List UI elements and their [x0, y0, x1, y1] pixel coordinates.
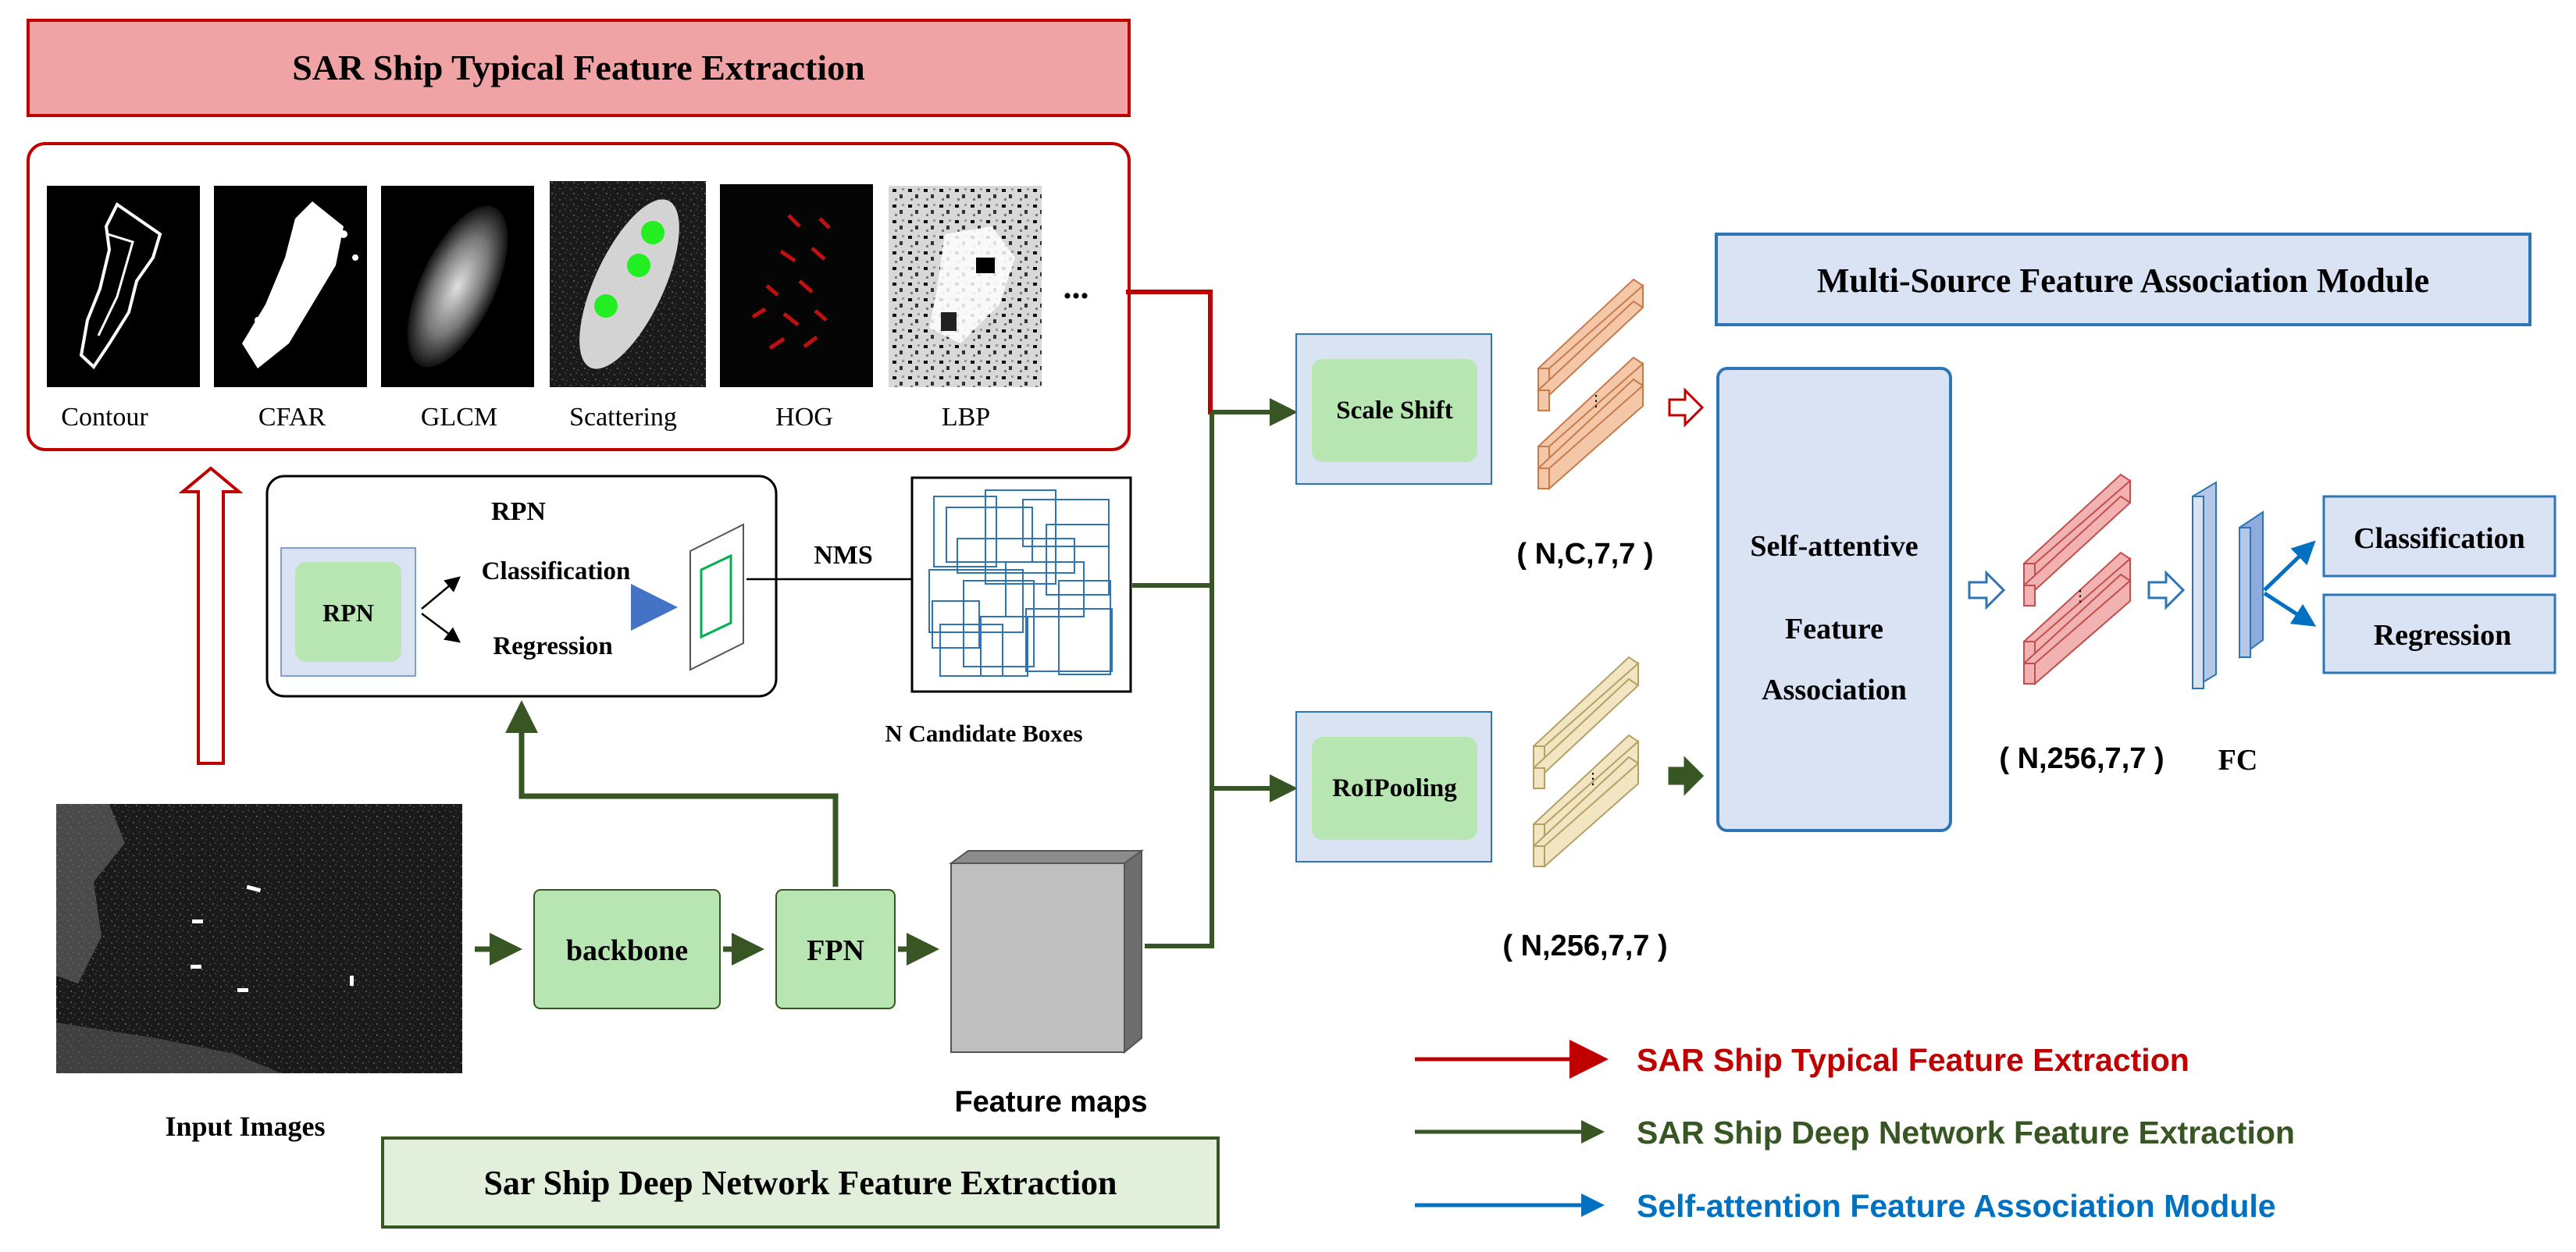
ship-target — [237, 988, 248, 992]
feature-label-glcm: GLCM — [421, 403, 497, 432]
fc-to-cls-arrow — [2263, 540, 2316, 592]
tensor-typical: ⋮ — [1537, 278, 1644, 491]
ship-target — [246, 884, 262, 893]
typical-title-box — [27, 19, 1131, 117]
output-classification-box — [2322, 495, 2556, 578]
fc-to-reg-arrow — [2263, 591, 2317, 627]
fc-layers — [2192, 481, 2264, 690]
deep-title-box — [381, 1136, 1220, 1229]
backbone-box — [533, 889, 721, 1009]
feature-maps-cube — [948, 849, 1145, 1055]
feature-label-hog: HOG — [775, 403, 833, 432]
candidates-to-fusion-line — [1132, 412, 1214, 588]
rpn-classification: Classification — [482, 557, 631, 585]
proposal-box — [700, 553, 732, 639]
self-attn-line-2: Feature — [1785, 613, 1883, 646]
typical-into-attn-arrow — [1668, 387, 1705, 428]
self-attn-line-3: Association — [1762, 674, 1907, 706]
input-image — [56, 804, 462, 1073]
features-ellipsis: ... — [1064, 268, 1089, 306]
output-to-fc-arrow — [2147, 570, 2186, 610]
svg-text:⋮: ⋮ — [1588, 393, 1604, 410]
svg-text:⋮: ⋮ — [2072, 588, 2088, 605]
legend-label-typical: SAR Ship Typical Feature Extraction — [1637, 1042, 2189, 1078]
thumb-lbp — [889, 186, 1042, 387]
featuremaps-to-fusion-line — [1145, 788, 1214, 948]
dim-out-label: ( N,256,7,7 ) — [1999, 742, 2164, 775]
legend-label-attn: Self-attention Feature Association Modul… — [1637, 1188, 2276, 1224]
roipooling-inner — [1312, 737, 1477, 840]
module-title-box — [1715, 233, 2531, 326]
scale-shift-label: Scale Shift — [1336, 397, 1452, 425]
rpn-inner-green — [295, 562, 401, 662]
candidate-box-set — [928, 489, 1113, 677]
fpn-label: FPN — [807, 934, 864, 967]
ship-target — [192, 919, 203, 923]
thumb-cfar — [214, 186, 367, 387]
legend: SAR Ship Typical Feature Extraction SAR … — [1415, 1040, 2295, 1224]
output-regression: Regression — [2374, 619, 2512, 652]
dim-typical-label: ( N,C,7,7 ) — [1516, 538, 1653, 571]
fc-label: FC — [2218, 744, 2258, 777]
feature-label-scattering: Scattering — [569, 403, 677, 432]
thumb-glcm — [381, 186, 534, 387]
ship-target — [191, 965, 201, 969]
fpn-box — [775, 889, 896, 1009]
deep-title: Sar Ship Deep Network Feature Extraction — [483, 1164, 1117, 1202]
dim-roi-label: ( N,256,7,7 ) — [1502, 930, 1667, 962]
attn-to-output-arrow — [1968, 570, 2006, 610]
typical-title: SAR Ship Typical Feature Extraction — [292, 48, 864, 87]
roi-into-attn-arrow — [1668, 756, 1705, 796]
self-attn-line-1: Self-attentive — [1750, 530, 1918, 563]
feature-maps-label: Feature maps — [954, 1086, 1147, 1119]
feature-label-contour: Contour — [61, 403, 148, 432]
rpn-to-reg-arrow — [421, 613, 461, 643]
backbone-label: backbone — [566, 934, 688, 967]
legend-label-deep: SAR Ship Deep Network Feature Extraction — [1637, 1115, 2295, 1151]
module-title: Multi-Source Feature Association Module — [1817, 261, 2429, 300]
tensor-output: ⋮ — [2022, 473, 2132, 686]
roipooling-label: RoIPooling — [1332, 774, 1457, 802]
typical-to-scaleshift-line — [1126, 290, 1288, 414]
thumb-scattering — [550, 181, 706, 387]
thumb-hog — [720, 184, 873, 387]
feature-label-lbp: LBP — [942, 403, 990, 432]
ship-target — [350, 976, 354, 986]
nms-label: NMS — [814, 541, 873, 570]
feature-label-cfar: CFAR — [258, 403, 326, 432]
input-image-coast-bottom — [56, 1023, 281, 1073]
output-regression-box — [2322, 593, 2556, 674]
rpn-title: RPN — [491, 497, 546, 526]
rpn-to-cls-arrow — [421, 576, 461, 610]
input-images-label: Input Images — [165, 1111, 325, 1142]
input-image-coast — [56, 804, 125, 983]
candidate-boxes-label: N Candidate Boxes — [885, 720, 1082, 747]
svg-text:⋮: ⋮ — [1585, 770, 1601, 788]
output-classification: Classification — [2353, 522, 2525, 555]
scale-shift-inner — [1312, 359, 1477, 462]
tensor-roi: ⋮ — [1532, 656, 1640, 869]
thumb-contour — [47, 186, 200, 387]
input-to-typical-arrow — [178, 466, 244, 765]
rpn-regression: Regression — [493, 632, 612, 660]
fpn-to-rpn-arrow — [505, 700, 839, 887]
rpn-box-label: RPN — [322, 599, 374, 627]
proposal-plane — [689, 523, 744, 671]
self-attention-box — [1716, 367, 1952, 832]
